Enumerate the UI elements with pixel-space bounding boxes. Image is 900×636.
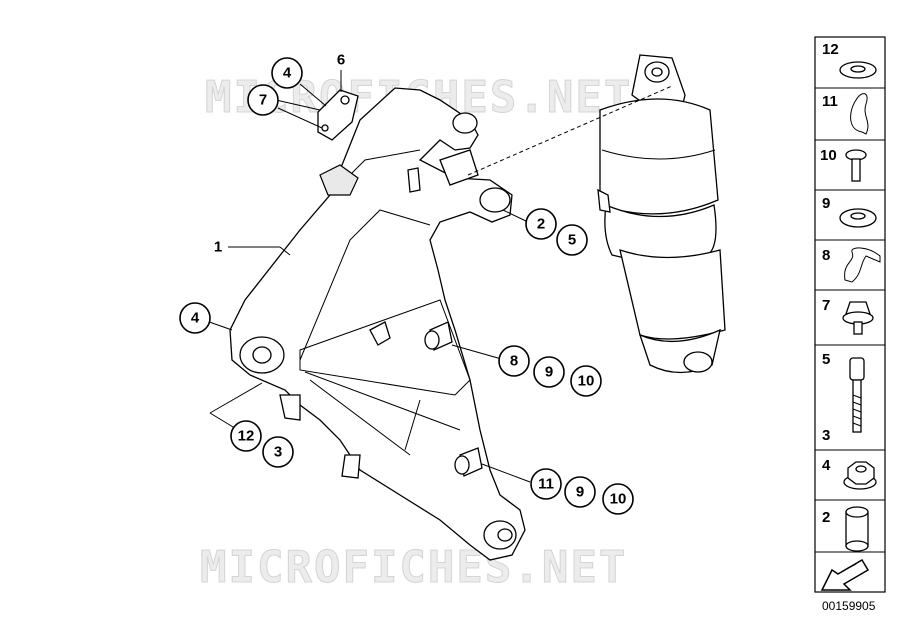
strip-label: 2	[822, 509, 830, 526]
callout-label: 9	[576, 484, 584, 501]
air-shock-drawing	[467, 54, 726, 374]
strip-cell-10: 10	[820, 147, 867, 182]
callout-12: 12	[230, 420, 262, 452]
strip-cell-5-3: 5 3	[822, 351, 865, 444]
callout-11: 11	[530, 468, 562, 500]
callout-4-upper: 4	[271, 57, 303, 89]
callout-label: 7	[259, 92, 267, 109]
callout-10-upper: 10	[570, 365, 602, 397]
strip-label-secondary: 3	[822, 427, 830, 444]
callout-3: 3	[262, 436, 294, 468]
callout-8: 8	[498, 345, 530, 377]
diagram-id: 00159905	[822, 599, 876, 613]
strip-label: 10	[820, 147, 837, 164]
callout-label: 1	[214, 239, 222, 256]
callout-label: 8	[510, 353, 518, 370]
strip-label: 9	[822, 195, 830, 212]
strip-label: 12	[822, 41, 839, 58]
callout-label: 6	[337, 52, 345, 69]
parts-strip: 12 11 10 9	[814, 36, 886, 593]
strip-cell-12: 12	[822, 41, 877, 79]
callout-label: 5	[568, 232, 576, 249]
callout-4-lower: 4	[179, 302, 211, 334]
strip-cell-11: 11	[822, 93, 869, 135]
callout-label: 12	[238, 428, 255, 445]
callout-label: 10	[610, 491, 627, 508]
watermark-bottom: MICROFICHES.NET	[200, 542, 627, 593]
screw-icon	[845, 149, 867, 182]
strip-cell-4: 4	[822, 457, 877, 490]
strip-label: 11	[822, 93, 838, 110]
clip-icon	[844, 247, 881, 283]
washer-icon	[839, 61, 877, 79]
callout-label: 10	[578, 373, 595, 390]
strip-cell-2: 2	[822, 506, 869, 552]
strip-cell-arrow	[820, 558, 870, 591]
callout-7: 7	[247, 84, 279, 116]
callout-5: 5	[556, 224, 588, 256]
spring-clip-icon	[850, 93, 869, 135]
leader-lines	[197, 70, 531, 483]
callout-9-upper: 9	[533, 356, 565, 388]
swing-arm-drawing	[229, 87, 526, 561]
strip-label: 7	[822, 297, 830, 314]
strip-label: 5	[822, 351, 830, 368]
callout-10-lower: 10	[602, 483, 634, 515]
strip-cell-9: 9	[822, 195, 877, 228]
callout-label: 2	[537, 216, 545, 233]
callout-label: 4	[283, 65, 292, 82]
strip-cell-7: 7	[822, 297, 874, 335]
callout-1: 1	[214, 239, 222, 256]
callout-2: 2	[525, 208, 557, 240]
callout-6: 6	[337, 52, 345, 69]
bolt-icon	[849, 357, 865, 433]
strip-cell-8: 8	[822, 247, 881, 283]
arrow-icon	[820, 558, 870, 591]
washer-icon	[839, 208, 877, 228]
strip-label: 8	[822, 247, 830, 264]
callout-label: 9	[545, 364, 553, 381]
collar-screw-icon	[842, 301, 874, 335]
callout-label: 11	[538, 476, 554, 493]
strip-label: 4	[822, 457, 831, 474]
callout-9-lower: 9	[564, 476, 596, 508]
hex-nut-icon	[843, 461, 877, 490]
bushing-icon	[845, 506, 869, 552]
callout-label: 3	[274, 444, 282, 461]
callout-label: 4	[191, 310, 200, 327]
